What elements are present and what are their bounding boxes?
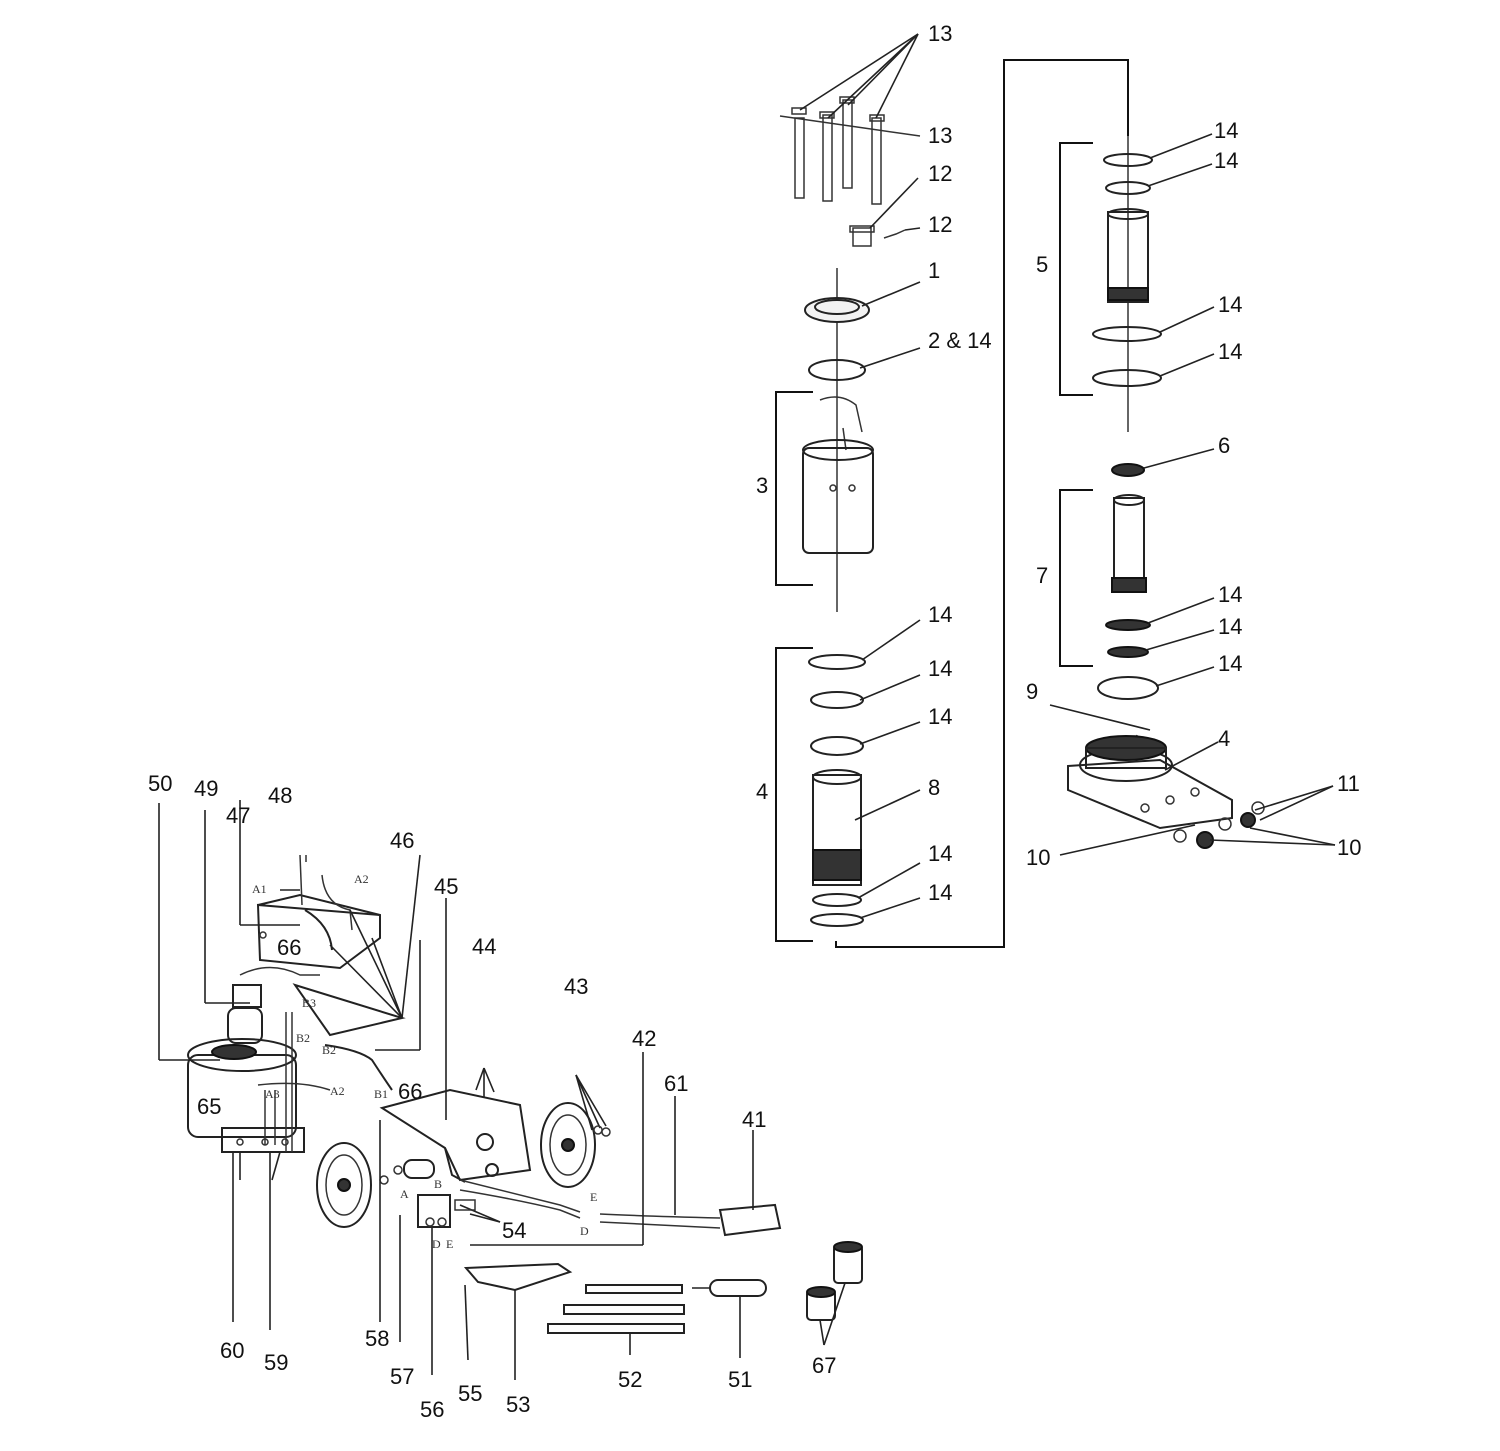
main-cylinder-column [802, 268, 921, 612]
bracket-4 [775, 647, 813, 942]
callout-42: 42 [632, 1026, 656, 1051]
callout-14-b: 14 [928, 656, 952, 681]
callout-51: 51 [728, 1367, 752, 1392]
hose-label-a2-bottom: A2 [330, 1084, 345, 1098]
callout-50: 50 [148, 771, 172, 796]
callout-45: 45 [434, 874, 458, 899]
callout-66-top: 66 [277, 935, 301, 960]
callout-14-k: 14 [1218, 614, 1242, 639]
callout-10-left: 10 [1026, 845, 1050, 870]
callout-57: 57 [390, 1364, 414, 1389]
callout-55: 55 [458, 1381, 482, 1406]
callout-65: 65 [197, 1094, 221, 1119]
callout-52: 52 [618, 1367, 642, 1392]
callout-66-bottom: 66 [398, 1079, 422, 1104]
callout-47: 47 [226, 803, 250, 828]
callout-56: 56 [420, 1397, 444, 1422]
hose-label-d: D [580, 1224, 589, 1238]
callout-9: 9 [1026, 679, 1038, 704]
callout-14-h: 14 [1218, 292, 1242, 317]
callout-60: 60 [220, 1338, 244, 1363]
callout-3: 3 [756, 473, 768, 498]
callout-11: 11 [1337, 771, 1360, 796]
plug-part-12 [849, 177, 921, 247]
callout-43: 43 [564, 974, 588, 999]
callout-14-a: 14 [928, 602, 952, 627]
callout-13-top: 13 [928, 21, 952, 46]
bracket-3 [775, 391, 813, 586]
hose-label-a1: A1 [252, 882, 267, 896]
callout-12-top: 12 [928, 161, 952, 186]
hose-label-b1: B1 [374, 1087, 388, 1101]
callout-44: 44 [472, 934, 496, 959]
hose-label-a-valve: A [400, 1187, 409, 1201]
callout-49: 49 [194, 776, 218, 801]
callout-14-f: 14 [1214, 118, 1238, 143]
callout-54: 54 [502, 1218, 526, 1243]
callout-14-c: 14 [928, 704, 952, 729]
pins-group [779, 33, 921, 205]
hose-label-a3: A3 [265, 1087, 280, 1101]
callout-46: 46 [390, 828, 414, 853]
callout-67: 67 [812, 1353, 836, 1378]
callout-5: 5 [1036, 252, 1048, 277]
callout-48: 48 [268, 783, 292, 808]
cylinder-4-stack [808, 619, 921, 927]
callout-61: 61 [664, 1071, 688, 1096]
lower-assembly [158, 800, 863, 1380]
callout-59: 59 [264, 1350, 288, 1375]
callout-12-bottom: 12 [928, 212, 952, 237]
callout-2-and-14: 2 & 14 [928, 328, 992, 353]
hose-label-d-valve: D [432, 1237, 441, 1251]
callout-1: 1 [928, 258, 940, 283]
callout-14-i: 14 [1218, 339, 1242, 364]
hose-label-b-valve: B [434, 1177, 442, 1191]
hose-label-a2-top: A2 [354, 872, 369, 886]
assembly-link-line [835, 59, 1129, 948]
callout-58: 58 [365, 1326, 389, 1351]
callout-53: 53 [506, 1392, 530, 1417]
callout-41: 41 [742, 1107, 766, 1132]
hose-label-b2-b: B2 [322, 1043, 336, 1057]
callout-14-e: 14 [928, 880, 952, 905]
callout-14-d: 14 [928, 841, 952, 866]
callout-4-right: 4 [1218, 726, 1230, 751]
hose-label-e-top: E [590, 1190, 597, 1204]
bracket-7 [1059, 489, 1093, 667]
callout-14-l: 14 [1218, 651, 1242, 676]
callout-13-mid: 13 [928, 123, 952, 148]
callout-10-right: 10 [1337, 835, 1361, 860]
hose-label-b3: B3 [302, 996, 316, 1010]
callout-14-j: 14 [1218, 582, 1242, 607]
callout-8: 8 [928, 775, 940, 800]
callout-7: 7 [1036, 563, 1048, 588]
bracket-5 [1059, 142, 1093, 396]
hose-label-e-valve: E [446, 1237, 453, 1251]
callout-14-g: 14 [1214, 148, 1238, 173]
callout-4-left: 4 [756, 779, 768, 804]
callout-6: 6 [1218, 433, 1230, 458]
hose-label-b2-a: B2 [296, 1031, 310, 1045]
right-column-parts [1049, 133, 1336, 856]
